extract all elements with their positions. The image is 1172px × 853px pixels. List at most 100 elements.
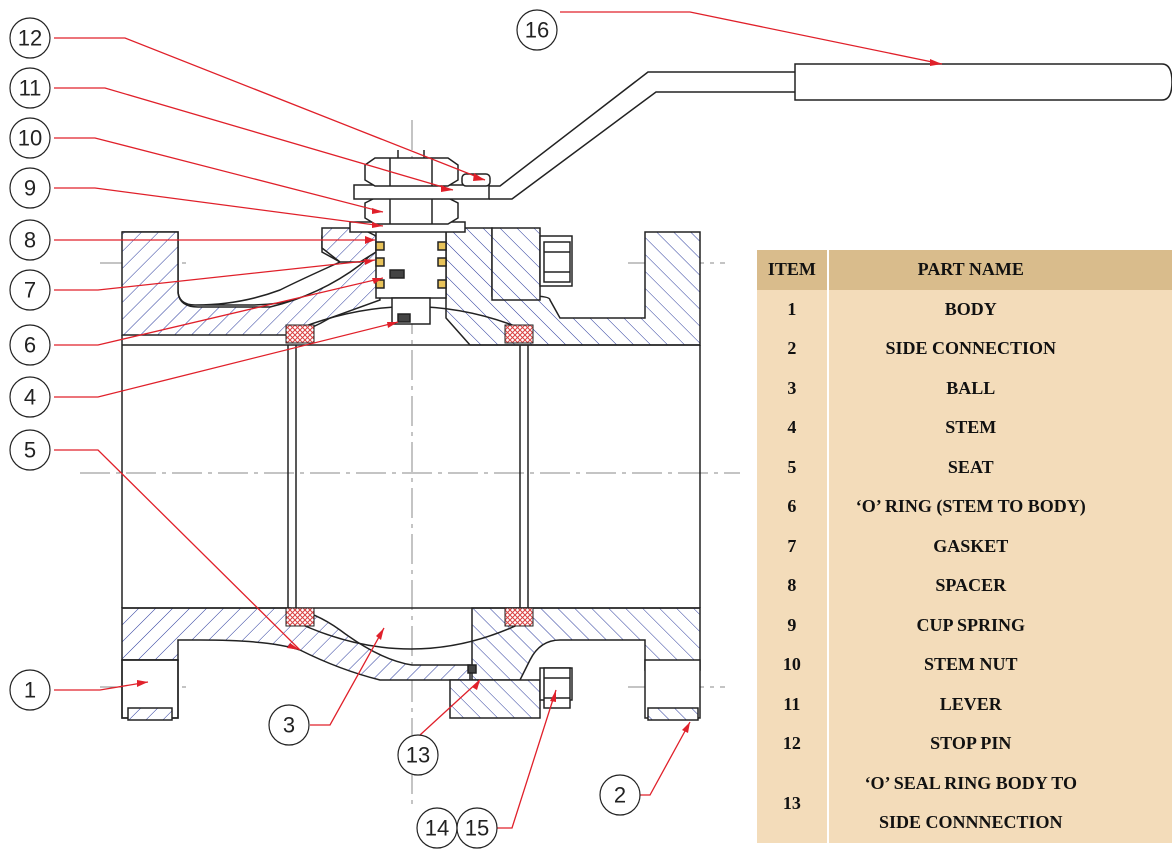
- balloon-2: [599, 774, 641, 816]
- balloon-6: [9, 324, 51, 366]
- item-number: 4: [757, 408, 829, 448]
- part-name: ‘O’ RING (STEM TO BODY): [827, 487, 1172, 527]
- part-name-text: STEM NUT: [924, 654, 1018, 675]
- bore-outline: [121, 335, 701, 609]
- parts-list-table: ITEM PART NAME 1 BODY 2 SIDE CONNECTION 3 B…: [757, 250, 1172, 843]
- part-name-header-text: PART NAME: [917, 259, 1024, 280]
- table-row: 12 STOP PIN: [757, 724, 1172, 764]
- part-name: ‘O’ SEAL RING BODY TO SIDE CONNNECTION: [827, 763, 1172, 843]
- table-header-row: ITEM PART NAME: [757, 250, 1172, 290]
- table-row: 9 CUP SPRING: [757, 605, 1172, 645]
- balloon-label: 14: [425, 816, 449, 841]
- balloon-11: [9, 67, 51, 109]
- part-name-text-line1: ‘O’ SEAL RING BODY TO: [864, 773, 1077, 793]
- part-name-text: BODY: [944, 298, 997, 319]
- balloon-3: [268, 704, 310, 746]
- table-row: 13 ‘O’ SEAL RING BODY TO SIDE CONNNECTION: [757, 763, 1172, 843]
- item-number: 7: [757, 526, 829, 566]
- balloon-label: 1: [24, 678, 36, 703]
- stem-assembly: [349, 150, 491, 674]
- part-name-text: SPACER: [935, 575, 1007, 596]
- balloon-4: [9, 376, 51, 418]
- balloon-10: [9, 117, 51, 159]
- item-number: 1: [757, 289, 829, 329]
- part-name: STEM NUT: [827, 645, 1172, 685]
- part-name: SIDE CONNECTION: [827, 329, 1172, 369]
- part-name: CUP SPRING: [827, 605, 1172, 645]
- item-number: 3: [757, 368, 829, 408]
- item-number: 2: [757, 329, 829, 369]
- balloon-label: 2: [614, 783, 626, 808]
- seats: [285, 324, 534, 627]
- part-name: SEAT: [827, 447, 1172, 487]
- table-row: 6 ‘O’ RING (STEM TO BODY): [757, 487, 1172, 527]
- table-row: 4 STEM: [757, 408, 1172, 448]
- balloon-label: 7: [24, 278, 36, 303]
- item-number: 6: [757, 487, 829, 527]
- part-name: GASKET: [827, 526, 1172, 566]
- balloon-9: [9, 167, 51, 209]
- part-name: LEVER: [827, 684, 1172, 724]
- balloon-label: 16: [525, 18, 549, 43]
- leader-arrowheads: [137, 59, 942, 733]
- balloon-5: [9, 429, 51, 471]
- balloon-label: 15: [465, 816, 489, 841]
- item-number: 13: [757, 763, 829, 843]
- table-row: 3 BALL: [757, 368, 1172, 408]
- part-name: STOP PIN: [827, 724, 1172, 764]
- part-name: BALL: [827, 368, 1172, 408]
- part-name-text: LEVER: [939, 693, 1002, 714]
- item-number: 8: [757, 566, 829, 606]
- balloon-8: [9, 219, 51, 261]
- body-section: [121, 227, 471, 721]
- item-number: 10: [757, 645, 829, 685]
- side-connection-section: [445, 227, 701, 721]
- balloon-labels: 12 11 10 9 8 7 6 4 5 1 3 13 14 15 2 16: [18, 18, 626, 841]
- table-row: 10 STEM NUT: [757, 645, 1172, 685]
- part-name-text: SEAT: [947, 456, 994, 477]
- part-name: BODY: [827, 289, 1172, 329]
- balloon-label: 9: [24, 176, 36, 201]
- balloon-16: [516, 9, 558, 51]
- table-row: 11 LEVER: [757, 684, 1172, 724]
- balloon-1: [9, 669, 51, 711]
- part-name-text: BALL: [946, 377, 996, 398]
- balloon-label: 12: [18, 26, 42, 51]
- part-name-text: STEM: [945, 417, 997, 438]
- table-row: 8 SPACER: [757, 566, 1172, 606]
- table-row: 2 SIDE CONNECTION: [757, 329, 1172, 369]
- part-name-text: SIDE CONNECTION: [885, 338, 1057, 359]
- part-name: SPACER: [827, 566, 1172, 606]
- item-number: 11: [757, 684, 829, 724]
- balloon-label: 11: [19, 76, 42, 101]
- bolts: [543, 241, 571, 709]
- part-name-column-header: PART NAME: [827, 250, 1172, 290]
- part-name-text-line2: SIDE CONNNECTION: [878, 812, 1063, 832]
- balloon-label: 10: [18, 126, 42, 151]
- table-row: 7 GASKET: [757, 526, 1172, 566]
- part-name-text: GASKET: [933, 535, 1009, 556]
- balloon-label: 3: [283, 713, 295, 738]
- balloon-7: [9, 269, 51, 311]
- balloon-label: 6: [24, 333, 36, 358]
- balloon-13: [397, 734, 439, 776]
- balloons: [9, 9, 641, 849]
- part-name-text: CUP SPRING: [916, 614, 1026, 635]
- part-name-text: STOP PIN: [930, 733, 1012, 754]
- balloon-label: 13: [406, 743, 430, 768]
- part-name: STEM: [827, 408, 1172, 448]
- item-number: 12: [757, 724, 829, 764]
- item-column-header: ITEM: [757, 250, 829, 290]
- balloon-15: [456, 807, 498, 849]
- balloon-label: 4: [24, 385, 36, 410]
- table-row: 1 BODY: [757, 289, 1172, 329]
- balloon-label: 5: [24, 438, 36, 463]
- balloon-label: 8: [24, 228, 36, 253]
- part-name-text: ‘O’ RING (STEM TO BODY): [855, 496, 1086, 517]
- lever: [489, 63, 1172, 200]
- ball: [287, 305, 533, 650]
- item-number: 9: [757, 605, 829, 645]
- balloon-12: [9, 17, 51, 59]
